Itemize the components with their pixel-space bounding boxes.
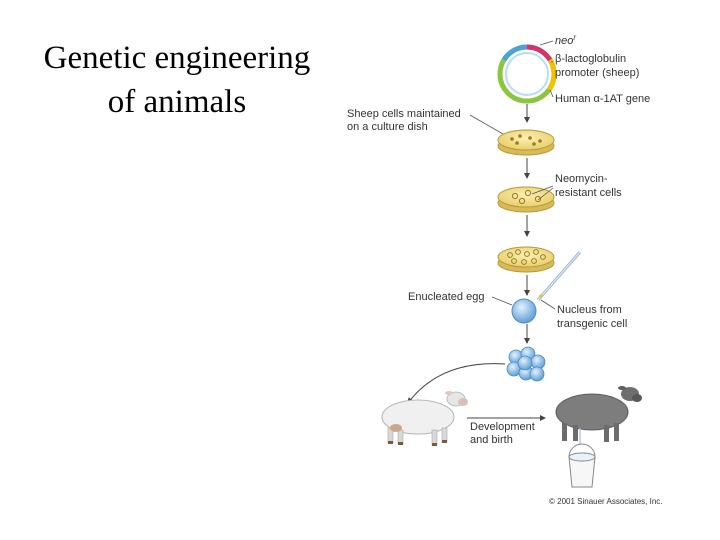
culture-dish-3 (497, 246, 555, 273)
micropipette (536, 251, 582, 301)
enucleated-label: Enucleated egg (408, 291, 484, 303)
embryo-cluster (506, 346, 546, 382)
nucleus-label-line-1: Nucleus from (557, 304, 622, 316)
enucleated-egg (511, 298, 537, 324)
gene-pointer (549, 89, 554, 98)
neomycin-label-line-1: Neomycin- (555, 173, 608, 185)
milk-bucket (568, 443, 596, 488)
plasmid-segment-blue (501, 44, 528, 62)
promoter-label-line-2: promoter (sheep) (555, 67, 639, 79)
development-label-line-1: Development (470, 421, 535, 433)
title-line-2: of animals (107, 84, 247, 120)
culture-dish-1 (497, 129, 555, 156)
promoter-label-line-1: β-lactoglobulin (555, 53, 626, 65)
arrow-embryo-to-white-sheep (407, 363, 506, 404)
neomycin-label-line-2: resistant cells (555, 187, 622, 199)
title-line-1: Genetic engineering (43, 40, 311, 76)
development-label-line-2: and birth (470, 434, 513, 446)
transgenic-sheep (555, 386, 642, 445)
plasmid-segment-red (526, 44, 553, 62)
culture-label-line-1: Sheep cells maintained (347, 108, 461, 120)
enucleated-pointer (491, 296, 513, 306)
neomycin-pointer-2 (537, 187, 554, 201)
white-sheep (381, 391, 468, 446)
culture-pointer (469, 114, 504, 135)
neo-label: neor (555, 33, 576, 47)
copyright-text: © 2001 Sinauer Associates, Inc. (549, 497, 663, 506)
neomycin-pointer-1 (531, 185, 554, 195)
culture-label-line-2: on a culture dish (347, 121, 428, 133)
slide-title: Genetic engineering of animals (12, 36, 342, 124)
culture-dish-2 (497, 186, 555, 213)
nucleus-label-line-2: transgenic cell (557, 318, 627, 330)
nucleus-pointer (540, 299, 556, 310)
plasmid (497, 44, 557, 104)
gene-label: Human α-1AT gene (555, 93, 650, 105)
neo-pointer (539, 40, 554, 46)
